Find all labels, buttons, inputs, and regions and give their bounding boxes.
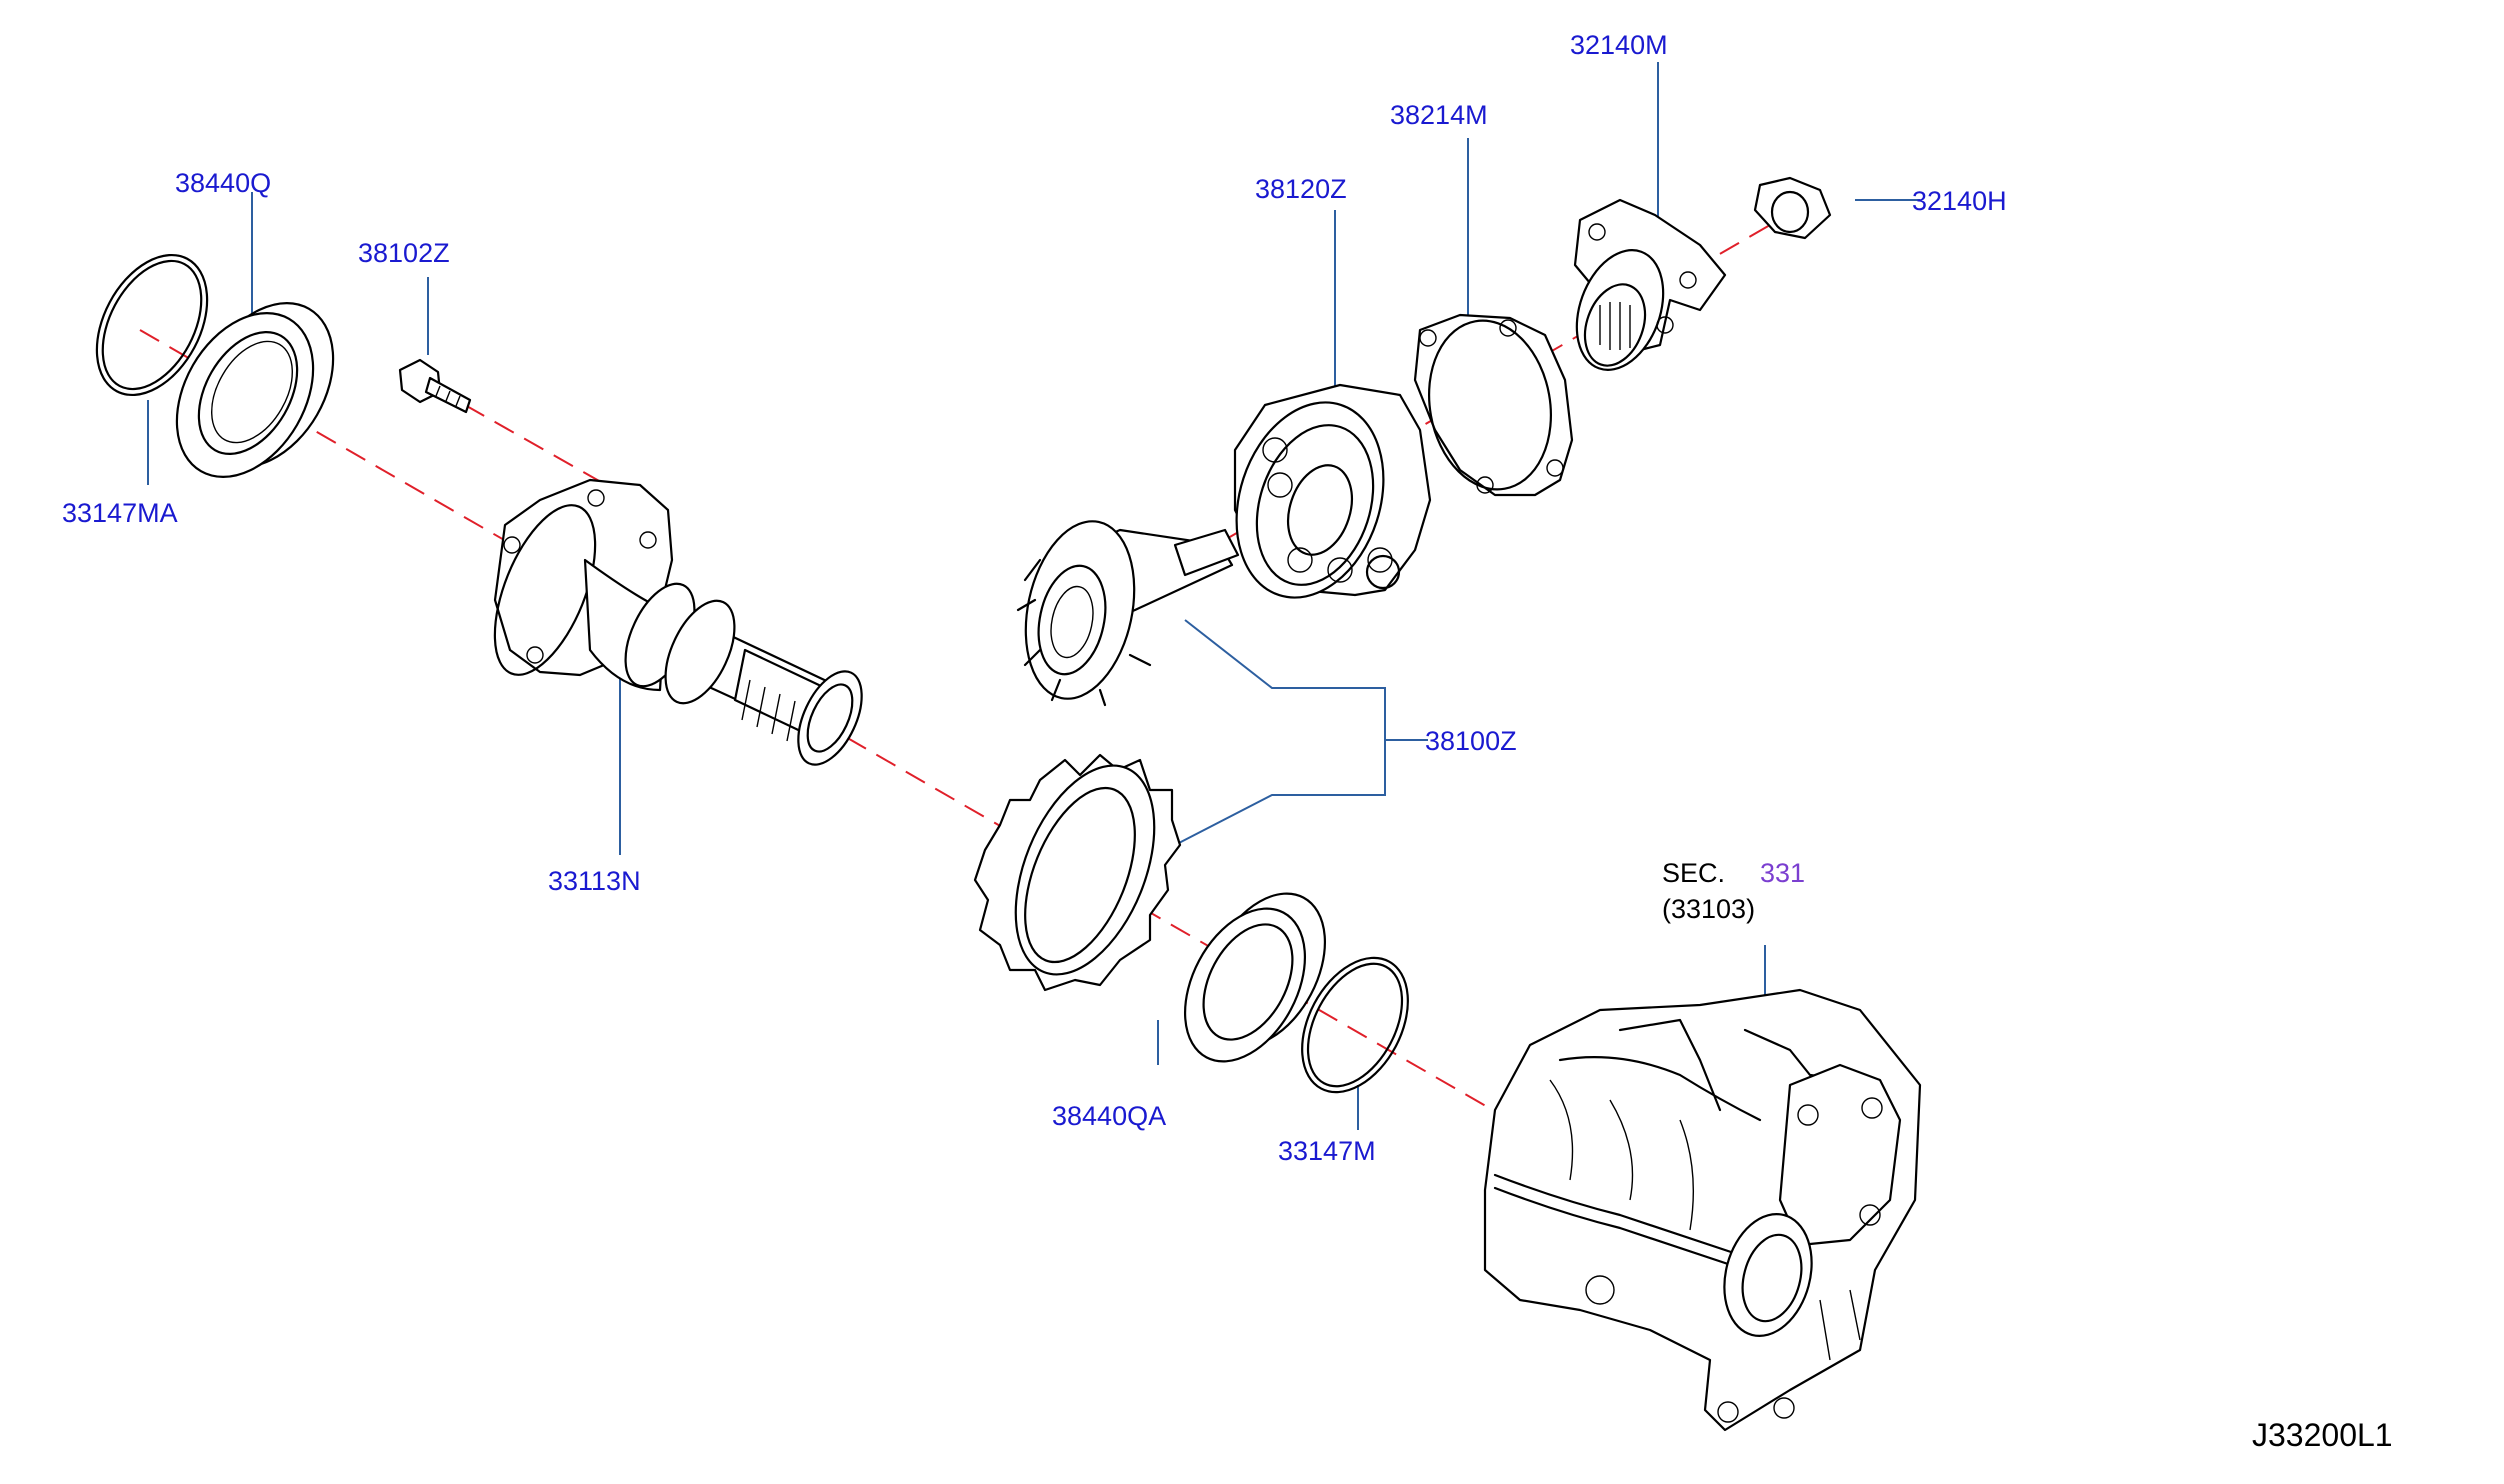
leader-38100Z-upper bbox=[1184, 619, 1428, 741]
section-prefix: SEC. bbox=[1662, 858, 1725, 888]
label-38102z[interactable]: 38102Z bbox=[358, 238, 450, 268]
oring-33147m bbox=[1301, 956, 1409, 1094]
leader-38100Z-lower bbox=[1174, 740, 1386, 846]
label-38214m[interactable]: 38214M bbox=[1390, 100, 1488, 130]
label-33147ma[interactable]: 33147MA bbox=[62, 498, 178, 528]
bolt-38102z bbox=[398, 358, 472, 414]
label-38440qa[interactable]: 38440QA bbox=[1052, 1101, 1166, 1131]
label-33147m[interactable]: 33147M bbox=[1278, 1136, 1376, 1166]
transfer-case-housing bbox=[1483, 988, 1922, 1432]
nut-32140h bbox=[1753, 176, 1832, 240]
labels: 38440Q 38102Z 33147MA 33113N 38120Z 3821… bbox=[62, 30, 2393, 1453]
pinion-gear-38100z bbox=[1016, 520, 1240, 707]
seal-38440q bbox=[175, 301, 335, 479]
ring-gear-38100z bbox=[973, 753, 1182, 992]
oring-33147ma bbox=[95, 253, 209, 397]
shaft-33113n bbox=[493, 478, 863, 766]
axis-bolt bbox=[464, 404, 616, 491]
label-32140h[interactable]: 32140H bbox=[1912, 186, 2007, 216]
leader-lines bbox=[147, 62, 1920, 1130]
label-38440q[interactable]: 38440Q bbox=[175, 168, 271, 198]
label-33113n[interactable]: 33113N bbox=[548, 866, 641, 896]
label-32140m[interactable]: 32140M bbox=[1570, 30, 1668, 60]
section-number-link[interactable]: 331 bbox=[1760, 858, 1805, 888]
flange-32140m bbox=[1573, 198, 1727, 371]
retainer-38120z bbox=[1233, 383, 1432, 599]
label-38120z[interactable]: 38120Z bbox=[1255, 174, 1347, 204]
drawing-id: J33200L1 bbox=[2252, 1417, 2393, 1453]
section-subnumber: (33103) bbox=[1662, 894, 1755, 924]
label-38100z[interactable]: 38100Z bbox=[1425, 726, 1517, 756]
seal-38440qa bbox=[1183, 892, 1327, 1063]
gasket-38214m bbox=[1413, 313, 1574, 497]
